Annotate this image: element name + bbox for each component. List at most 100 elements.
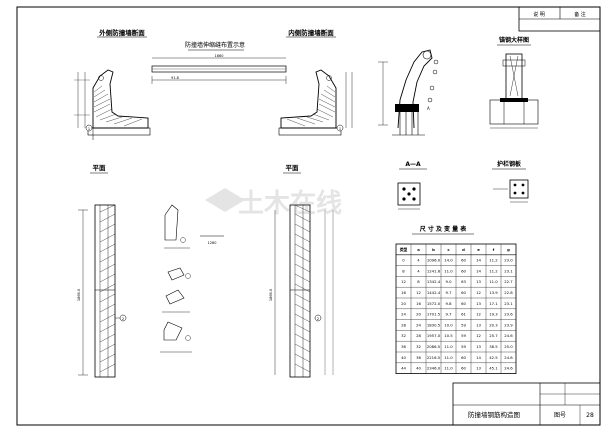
table-cell: 60 [461,290,466,295]
table-cell: 14.0 [444,258,453,263]
bar-details-left: 1280 [160,204,224,353]
table-cell: 19.3 [489,312,498,317]
table-cell: 60 [461,355,466,360]
table-cell: 22.7 [504,279,513,284]
header-box: 说 明 备 注 [518,6,601,32]
table-cell: 63 [461,279,466,284]
table-cell: 22.8 [504,290,513,295]
table-cell: 13 [476,301,481,306]
drawing-no: 28 [586,412,594,419]
table-cell: 60 [461,301,466,306]
table-cell: 4 [417,258,420,263]
table-cell: 28 [416,333,421,338]
table-header-cell: b [432,247,435,252]
table-cell: 14 [476,258,481,263]
table-cell: 23.1 [504,301,513,306]
table-cell: 25.7 [489,333,498,338]
table-cell: 60 [461,258,466,263]
table-cell: 36 [401,344,406,349]
header-col1: 说 明 [533,11,545,18]
table-header-cell: f [493,247,495,252]
table-cell: 11.0 [444,344,453,349]
table-header-cell: g [507,247,510,252]
svg-text:2: 2 [317,317,319,321]
plan-view-left: 平面 1866.0 2 [77,164,127,378]
table-cell: 10.0 [444,322,453,327]
drawing-name: 防撞墙钢筋构造图 [468,410,520,419]
table-cell: 1241.6 [427,268,441,273]
callout-1 [85,124,93,132]
table-cell: 13 [476,322,481,327]
table-cell: 32 [416,344,421,349]
plate-title: 护栏钢板 [497,160,522,168]
inner-wall-section: 内侧防撞墙断面 1 [278,28,353,136]
layout-top-dim: 1860 [215,54,224,58]
table-cell: 24.6 [504,366,513,371]
plan-left-title: 平面 [93,164,107,172]
anchor-title: 锚钢大样图 [499,36,529,44]
bar-length-label: 1280 [208,241,217,245]
section-aa: A—A [397,161,427,210]
outer-wall-section: 外侧防撞墙断面 1 [74,28,151,140]
plan-right-title: 平面 [286,164,300,172]
table-cell: 40 [416,366,421,371]
layout-bottom-dim: 91.8 [171,76,179,80]
watermark-text: 土木在线 [238,189,342,219]
plan-view-right: 平面 1866.0 2 [269,164,334,378]
table-cell: 1957.0 [427,333,441,338]
table-header-cell: 类型 [399,247,408,252]
table-cell: 12 [416,290,421,295]
table-cell: 59 [461,333,466,338]
table-cell: 13 [476,279,481,284]
svg-text:2: 2 [122,317,124,321]
table-cell: 16 [401,290,406,295]
svg-text:1: 1 [88,127,90,131]
table-cell: 14 [476,355,481,360]
table-cell: 23.9 [504,322,513,327]
table-cell: 1096.0 [427,258,441,263]
table-cell: 8 [402,268,405,273]
table-cell: 36 [416,355,421,360]
table-cell: 0 [402,258,405,263]
table-cell: 20 [416,312,421,317]
section-aa-title: A—A [405,161,421,168]
watermark: 土木在线 [205,188,342,219]
table-cell: 2086.5 [427,344,441,349]
table-cell: 12 [476,312,481,317]
table-cell: 9.7 [445,290,452,295]
callout-2 [119,314,127,322]
table-cell: 13 [476,344,481,349]
table-header-cell: a [417,247,420,252]
table-cell: 1830.5 [427,322,441,327]
table-header-cell: d [462,247,465,252]
table-cell: 1342.4 [427,279,441,284]
table-cell: 9.7 [445,312,452,317]
table-cell: 24.8 [504,355,513,360]
table-cell: 11.2 [489,258,498,263]
table-cell: 59 [461,322,466,327]
table-cell: 23.1 [504,268,513,273]
table-cell: 24 [401,312,406,317]
table-cell: 20 [401,301,406,306]
table-title: 尺 寸 及 变 量 表 [420,225,467,233]
svg-text:A: A [427,106,430,111]
table-cell: 2346.0 [427,366,441,371]
table-cell: 23.0 [504,258,513,263]
table-cell: 40 [401,355,406,360]
table-cell: 45.1 [489,366,498,371]
drawing-no-label: 图号 [554,412,566,419]
table-cell: 11.0 [444,268,453,273]
table-cell: 61 [461,312,466,317]
table-cell: 12 [476,333,481,338]
header-col2: 备 注 [574,11,586,18]
table-cell: 17.1 [489,301,498,306]
table-cell: 9.8 [445,301,452,306]
table-cell: 13 [476,366,481,371]
table-cell: 25.0 [504,344,513,349]
table-cell: 11.0 [444,355,453,360]
plan-length-dim-right: 1866.0 [269,289,273,301]
table-cell: 13.9 [489,290,498,295]
joint-layout-diagram: 防撞墙伸缩缝布置示意 1860 91.8 [151,41,287,84]
